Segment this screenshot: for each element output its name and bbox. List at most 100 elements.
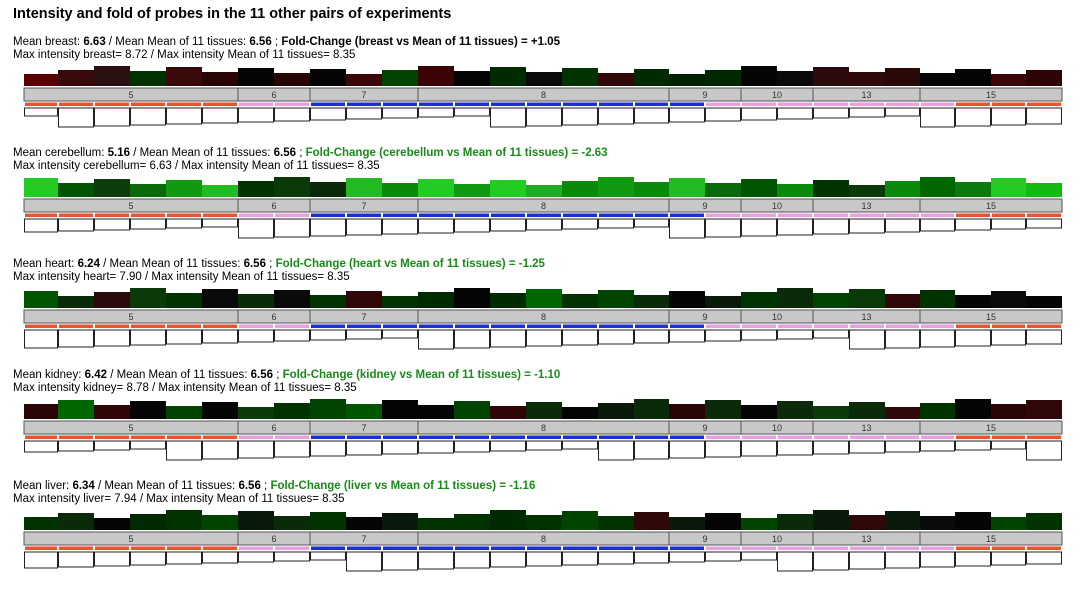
- tissue-panel-cerebellum: Mean cerebellum: 5.16 / Mean Mean of 11 …: [0, 147, 1080, 263]
- fold-box: [274, 218, 310, 238]
- fold-box: [1026, 440, 1062, 461]
- probe-strand: [131, 102, 165, 106]
- probe-strand: [635, 324, 668, 328]
- fold-box: [454, 218, 490, 233]
- probe-bar: [634, 295, 669, 308]
- probe-strand: [1027, 213, 1061, 217]
- probe-bar: [920, 177, 955, 197]
- probe-strand: [992, 324, 1025, 328]
- probe-bar: [705, 296, 741, 308]
- fold-box: [382, 107, 418, 119]
- probe-bar: [885, 181, 920, 197]
- fold-box: [454, 329, 490, 349]
- probe-strand: [419, 102, 453, 106]
- probe-strand: [239, 102, 273, 106]
- exon-label: 5: [128, 201, 133, 211]
- fold-box: [849, 329, 885, 350]
- fold-box: [526, 218, 562, 231]
- probe-bar: [598, 290, 634, 308]
- fold-box: [955, 218, 991, 231]
- exon-label: 10: [772, 423, 782, 433]
- fold-box: [777, 107, 813, 120]
- probe-strand: [131, 546, 165, 550]
- probe-strand: [563, 546, 597, 550]
- probe-bar: [490, 293, 526, 308]
- probe-strand: [563, 213, 597, 217]
- fold-box: [920, 218, 955, 232]
- probe-strand: [203, 213, 237, 217]
- probe-bar: [418, 179, 454, 197]
- probe-bar: [1026, 183, 1062, 197]
- probe-bar: [955, 512, 991, 530]
- probe-bar: [310, 399, 346, 419]
- mean-value: 6.63: [83, 36, 106, 48]
- probe-strand: [203, 102, 237, 106]
- probe-strand: [778, 213, 812, 217]
- probe-strand: [886, 435, 919, 439]
- fold-box: [202, 329, 238, 344]
- probe-bar: [1026, 70, 1062, 86]
- fold-box: [382, 551, 418, 571]
- fold-box: [885, 329, 920, 349]
- probe-bar: [634, 399, 669, 419]
- fold-box: [669, 329, 705, 343]
- exon-label: 15: [986, 90, 996, 100]
- probe-bar: [58, 296, 94, 308]
- probe-bar: [490, 510, 526, 530]
- exon-label: 8: [541, 534, 546, 544]
- probe-bar: [526, 72, 562, 86]
- mean-value: 6.34: [72, 480, 95, 492]
- fold-box: [813, 551, 849, 571]
- probe-bar: [24, 517, 58, 530]
- fold-box: [310, 218, 346, 237]
- probe-strand: [167, 435, 201, 439]
- probe-strand: [419, 213, 453, 217]
- fold-box: [741, 440, 777, 457]
- fold-box: [634, 107, 669, 124]
- fold-box: [130, 218, 166, 230]
- probe-bar: [669, 291, 705, 308]
- exon-label: 9: [702, 423, 707, 433]
- tissue-panel-liver: Mean liver: 6.34 / Mean Mean of 11 tissu…: [0, 480, 1080, 596]
- fold-box: [562, 551, 598, 566]
- probe-strand: [25, 546, 57, 550]
- probe-bar: [238, 68, 274, 86]
- probe-bar: [202, 289, 238, 308]
- fold-box: [849, 218, 885, 234]
- probe-bar: [346, 74, 382, 86]
- probe-strand: [25, 324, 57, 328]
- probe-bar: [705, 400, 741, 419]
- probe-strand: [527, 546, 561, 550]
- ref-value: 6.56: [243, 258, 266, 270]
- probe-bar: [991, 517, 1026, 530]
- fold-box: [562, 440, 598, 450]
- probe-strand: [635, 102, 668, 106]
- probe-strand: [599, 213, 633, 217]
- fold-box: [130, 440, 166, 450]
- probe-strand: [275, 213, 309, 217]
- fold-box: [58, 440, 94, 452]
- fold-box: [346, 551, 382, 572]
- probe-strand: [275, 324, 309, 328]
- fold-box: [562, 107, 598, 126]
- probe-strand: [275, 435, 309, 439]
- fold-box: [454, 551, 490, 569]
- probe-bar: [94, 66, 130, 86]
- fold-box: [669, 107, 705, 123]
- fold-box: [669, 218, 705, 239]
- exon-label: 7: [361, 423, 366, 433]
- mean-line: Mean liver: 6.34 / Mean Mean of 11 tissu…: [13, 480, 535, 492]
- probe-strand: [563, 324, 597, 328]
- probe-bar: [991, 291, 1026, 308]
- probe-strand: [599, 435, 633, 439]
- mean-label: Mean heart:: [13, 258, 78, 270]
- fold-box: [526, 551, 562, 567]
- probe-strand: [886, 213, 919, 217]
- probe-strand: [992, 102, 1025, 106]
- probe-strand: [921, 546, 954, 550]
- fold-box: [598, 329, 634, 345]
- probe-bar: [130, 514, 166, 530]
- probe-bar: [346, 517, 382, 530]
